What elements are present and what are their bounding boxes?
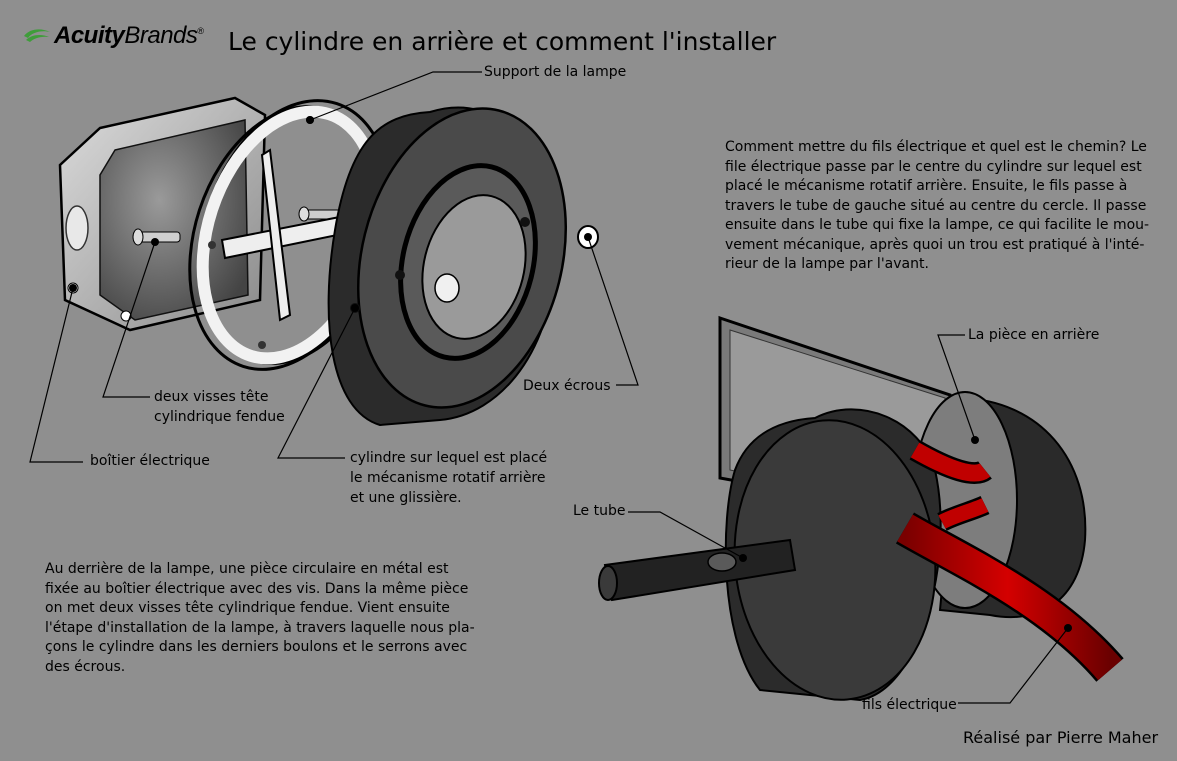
logo-swoosh-icon — [24, 29, 50, 42]
label-cylindre-3: et une glissière. — [350, 490, 462, 506]
label-fils-electrique: fils électrique — [862, 697, 957, 713]
right-paragraph-line: placé le mécanisme rotatif arrière. Ensu… — [725, 178, 1128, 194]
label-le-tube: Le tube — [573, 503, 626, 519]
left-paragraph-line: des écrous. — [45, 658, 126, 675]
left-paragraph: Au derrière de la lampe, une pièce circu… — [45, 560, 475, 677]
credit: Réalisé par Pierre Maher — [963, 728, 1159, 747]
label-support-lampe: Support de la lampe — [484, 64, 627, 80]
left-paragraph-line: çons le cylindre dans les derniers boulo… — [45, 639, 468, 655]
logo-registered: ® — [197, 26, 204, 36]
electrical-box — [58, 96, 349, 332]
right-paragraph-line: ensuite dans le tube qui fixe la lampe, … — [725, 217, 1150, 233]
right-paragraph: Comment mettre du fils électrique et que… — [725, 138, 1149, 275]
right-paragraph-line: rieur de la lampe par l'avant. — [725, 256, 929, 272]
left-paragraph-line: fixée au boîtier électrique avec des vis… — [45, 580, 469, 597]
page-title: Le cylindre en arrière et comment l'inst… — [228, 27, 777, 56]
right-paragraph-line: vement mécanique, après quoi un trou est… — [725, 236, 1145, 253]
right-paragraph-line: travers le tube de gauche situé au centr… — [725, 197, 1147, 214]
label-deux-visses-2: cylindrique fendue — [154, 409, 285, 425]
assembled-view — [598, 315, 1124, 702]
logo-brands: Brands — [124, 22, 198, 49]
label-cylindre-2: le mécanisme rotatif arrière — [350, 470, 546, 486]
right-paragraph-line: file électrique passe par le centre du c… — [725, 158, 1142, 175]
label-boitier: boîtier électrique — [90, 453, 210, 469]
left-paragraph-line: l'étape d'installation de la lampe, à tr… — [45, 619, 475, 636]
acuity-brands-logo: AcuityBrands® — [22, 22, 204, 50]
rear-cylinder — [327, 106, 568, 427]
label-piece-arriere: La pièce en arrière — [968, 327, 1100, 343]
logo-acuity: Acuity — [54, 22, 125, 49]
left-paragraph-line: Au derrière de la lampe, une pièce circu… — [45, 561, 449, 577]
label-deux-visses-1: deux visses tête — [154, 389, 269, 405]
left-paragraph-line: on met deux visses tête cylindrique fend… — [45, 600, 450, 616]
label-cylindre-1: cylindre sur lequel est placé — [350, 450, 548, 466]
right-paragraph-line: Comment mettre du fils électrique et que… — [725, 139, 1147, 155]
leader-lines — [29, 71, 1069, 704]
label-deux-ecrous: Deux écrous — [523, 378, 611, 394]
leader-dots — [69, 116, 1072, 632]
knockout-hole — [65, 205, 89, 251]
